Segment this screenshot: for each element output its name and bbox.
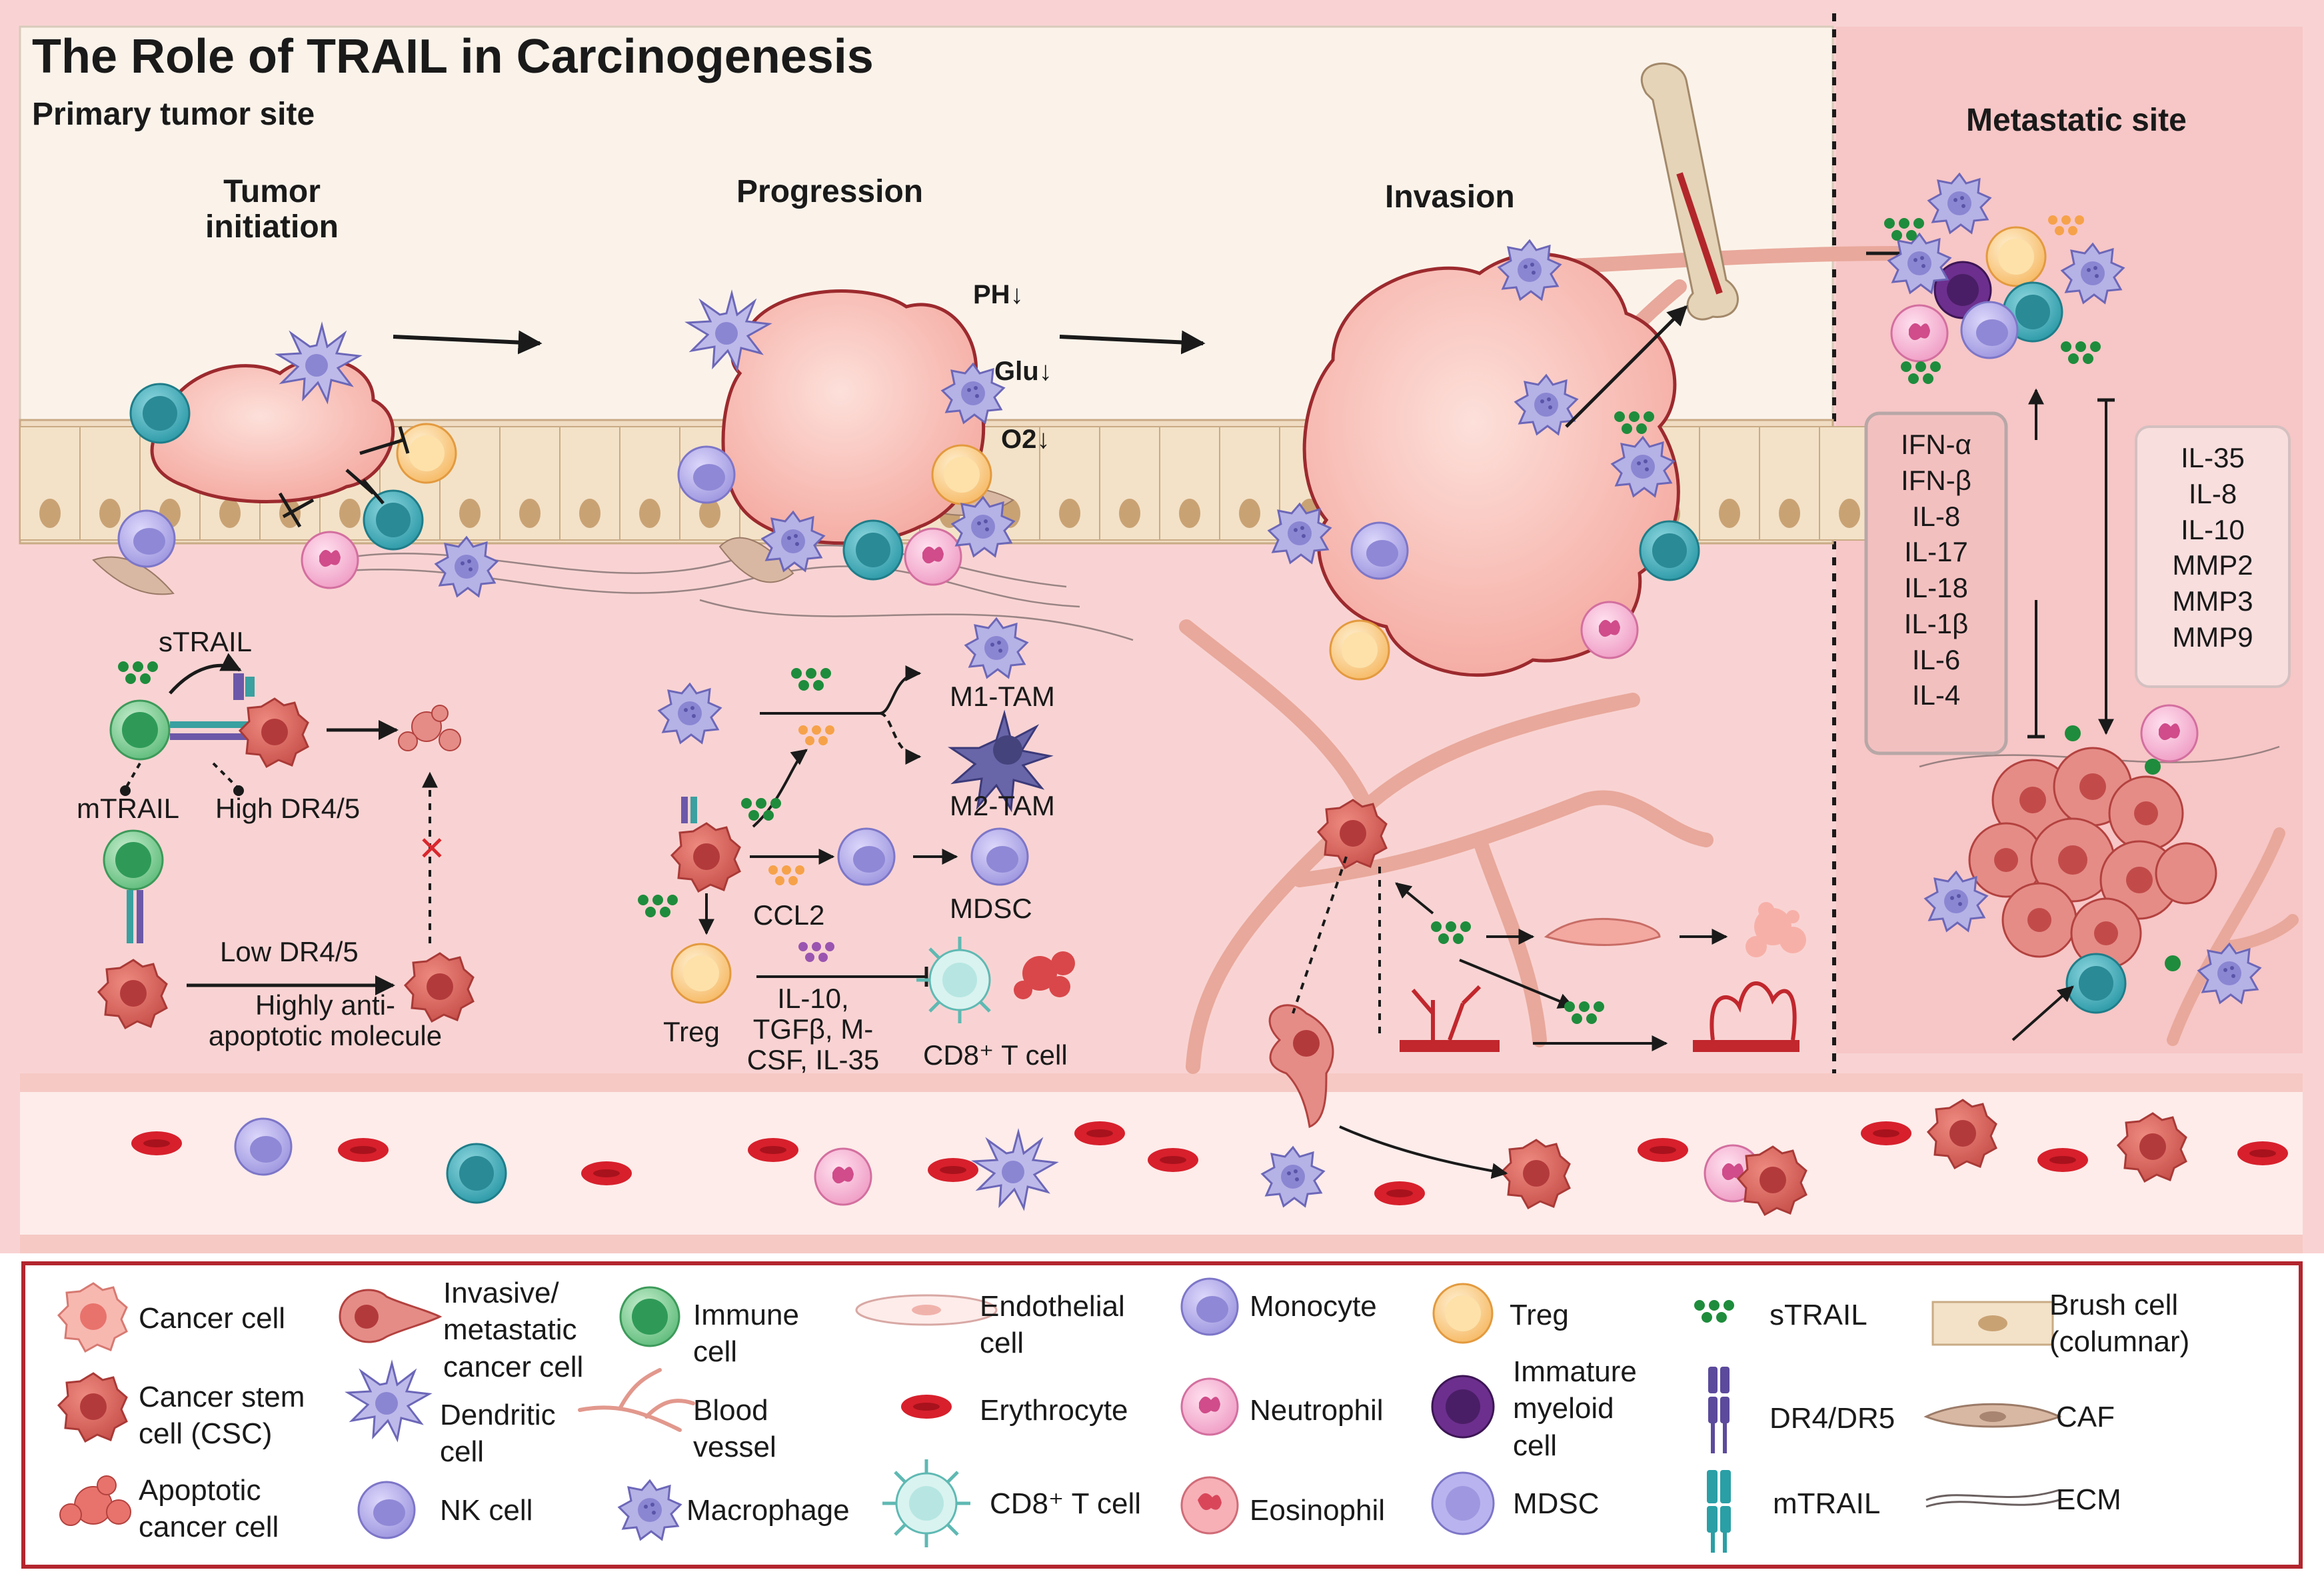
legend-blood-vessel: Blood vessel <box>693 1394 776 1464</box>
inhibiting-factor-4: MMP3 <box>2172 585 2253 617</box>
stage-progression: Progression <box>736 174 924 209</box>
legend-immune-cell: Immune cell <box>693 1299 799 1369</box>
mdsc-label: MDSC <box>950 893 1032 924</box>
legend-cancer-stem-cell: Cancer stem cell (CSC) <box>139 1381 305 1451</box>
promoting-factor-5: IL-1β <box>1903 607 1969 639</box>
promoting-factor-2: IL-8 <box>1911 500 1961 532</box>
metastatic-site-label: Metastatic site <box>1966 103 2187 138</box>
cd8-label: CD8⁺ T cell <box>923 1039 1068 1071</box>
legend-immature-myeloid-cell: Immature myeloid cell <box>1513 1355 1637 1462</box>
anti-apoptotic-label: Highly anti- apoptotic molecule <box>208 989 443 1052</box>
legend-treg: Treg <box>1510 1299 1569 1331</box>
promoting-factor-7: IL-4 <box>1911 679 1961 711</box>
stage-invasion: Invasion <box>1385 179 1515 215</box>
legend-icons <box>57 1277 2062 1553</box>
promoting-factor-4: IL-18 <box>1904 572 1968 603</box>
legend-apoptotic-cancer-cell: Apoptotic cancer cell <box>139 1474 279 1544</box>
blood-vessel-band <box>20 1073 2303 1253</box>
legend-macrophage: Macrophage <box>686 1494 850 1527</box>
legend-mdsc: MDSC <box>1513 1487 1600 1520</box>
legend-invasive-cancer-cell: Invasive/ metastatic cancer cell <box>443 1277 584 1383</box>
legend-mtrail: mTRAIL <box>1773 1487 1881 1520</box>
glucose-label: Glu↓ <box>994 357 1052 386</box>
trail-mechanism: ✕ <box>97 653 475 1029</box>
legend-nk-cell: NK cell <box>440 1494 533 1527</box>
invasive-tumor <box>1179 62 1913 1074</box>
immune-modulation <box>638 617 1075 1023</box>
promoting-factor-1: IFN-β <box>1901 464 1971 496</box>
legend-ecm: ECM <box>2056 1483 2121 1516</box>
legend-cancer-cell: Cancer cell <box>139 1302 286 1335</box>
m2-tam-label: M2-TAM <box>950 790 1055 821</box>
low-dr-label: Low DR4/5 <box>220 936 359 967</box>
legend-endothelial-cell: Endothelial cell <box>980 1290 1125 1360</box>
bloodstream <box>131 1099 2288 1216</box>
legend-dr4-dr5: DR4/DR5 <box>1769 1402 1895 1435</box>
legend-brush-cell: Brush cell (columnar) <box>2049 1289 2190 1359</box>
legend-cd8-t-cell: CD8⁺ T cell <box>990 1487 1142 1520</box>
legend-neutrophil: Neutrophil <box>1250 1394 1384 1427</box>
metastatic-tumor <box>1924 704 2299 1046</box>
legend-erythrocyte: Erythrocyte <box>980 1394 1128 1427</box>
early-tumor <box>117 324 499 597</box>
metastatic-niche <box>1864 173 2291 755</box>
high-dr-label: High DR4/5 <box>215 793 361 824</box>
ph-label: PH↓ <box>973 280 1024 309</box>
mtrail-label: mTRAIL <box>77 793 180 824</box>
inhibiting-factor-2: IL-10 <box>2181 513 2245 545</box>
m1-tam-label: M1-TAM <box>950 681 1055 712</box>
legend-caf: CAF <box>2056 1401 2115 1433</box>
arrow-progression-invasion <box>1059 330 1206 355</box>
treg-label: Treg <box>663 1016 720 1047</box>
arrow-initiation-progression <box>393 330 543 355</box>
cytokines-label: IL-10, TGFβ, M- CSF, IL-35 <box>746 983 880 1076</box>
stage-initiation: Tumor initiation <box>205 174 339 245</box>
legend-eosinophil: Eosinophil <box>1250 1494 1386 1527</box>
oxygen-label: O2↓ <box>1001 425 1050 454</box>
promoting-factor-6: IL-6 <box>1911 643 1961 675</box>
inhibiting-factor-3: MMP2 <box>2172 549 2253 581</box>
inhibiting-factor-5: MMP9 <box>2172 621 2253 653</box>
promoting-factor-3: IL-17 <box>1904 536 1968 568</box>
legend-monocyte: Monocyte <box>1250 1290 1377 1323</box>
growing-tumor <box>677 289 1015 586</box>
svg-text:✕: ✕ <box>418 830 446 867</box>
legend-dendritic-cell: Dendritic cell <box>440 1399 556 1469</box>
angiogenesis <box>1268 799 1806 1129</box>
legend-strail: sTRAIL <box>1769 1299 1867 1331</box>
figure-title: The Role of TRAIL in Carcinogenesis <box>32 30 874 83</box>
inhibiting-factor-0: IL-35 <box>2181 442 2245 473</box>
promoting-factor-0: IFN-α <box>1901 429 1971 460</box>
primary-site-label: Primary tumor site <box>32 97 315 132</box>
inhibiting-factor-1: IL-8 <box>2188 477 2237 509</box>
ccl2-label: CCL2 <box>753 899 825 931</box>
strail-label: sTRAIL <box>159 626 253 657</box>
